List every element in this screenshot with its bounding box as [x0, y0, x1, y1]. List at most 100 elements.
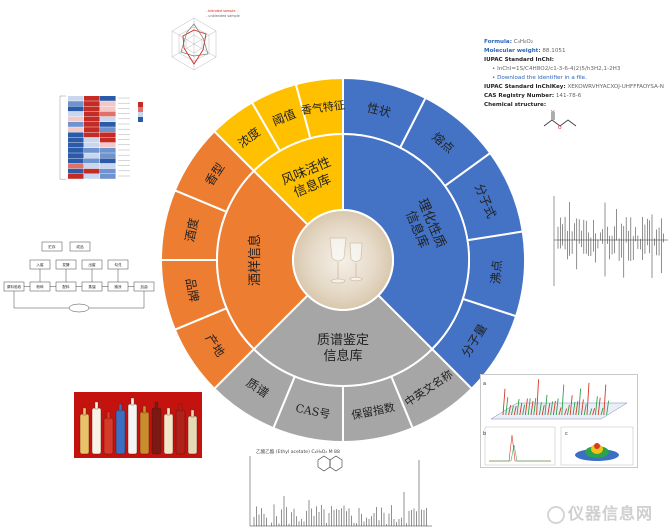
bottle-icon — [151, 407, 162, 455]
bottom-spectrum-icon — [249, 455, 432, 527]
heatmap-cell — [68, 168, 84, 174]
flow-node-label: 发酵 — [62, 262, 70, 267]
flow-node — [41, 241, 63, 252]
bottle-icon — [103, 417, 114, 455]
heatmap-cell — [84, 132, 100, 138]
heatmap-cell — [100, 127, 116, 132]
heatmap-cell — [84, 168, 100, 174]
wine-glass-icon — [329, 237, 363, 284]
chrom-peak — [603, 384, 607, 416]
heatmap-cell — [68, 116, 84, 122]
chrom-peak — [530, 400, 534, 416]
outer-ring: 性状熔点分子式沸点分子量中英文名称保留指数CAS号质谱产地品牌酒度香型浓度阈值香… — [159, 76, 526, 444]
molecule-structure-icon — [317, 455, 331, 472]
heatmap-cell — [100, 163, 116, 169]
heatmap-cell — [84, 142, 100, 148]
heatmap-cell — [68, 132, 84, 138]
flow-node-label: 成品 — [76, 244, 84, 249]
chrom-peak — [592, 408, 596, 416]
heatmap-cell — [68, 106, 84, 112]
center-disc — [292, 209, 394, 311]
heatmap-cell — [68, 158, 84, 164]
flow-node-label: 原料验收 — [7, 284, 22, 289]
heatmap-cell — [100, 142, 116, 148]
inchikey-value: XEKOWRVHYACXOJ-UHFFFAOYSA-N — [567, 84, 664, 90]
chrom-peak — [552, 400, 556, 416]
liquor-bottles-photo — [74, 392, 202, 458]
heatmap-icon — [59, 95, 143, 180]
heatmap-cell — [100, 137, 116, 143]
flow-node-label: 蒸馏 — [88, 284, 96, 289]
chrom-peak — [572, 401, 576, 416]
center-image — [292, 209, 394, 311]
bottom-spectrum-thumbnail: 乙酸乙酯 (Ethyl acetate) C₄H₈O₂ M 88 — [232, 446, 438, 532]
flow-node-label: 加曲 — [140, 284, 148, 289]
heatmap-cell — [100, 168, 116, 174]
heatmap-cell — [84, 137, 100, 143]
process-flowchart-thumbnail: 原料验收粉碎配料蒸馏摊凉加曲入窖发酵出窖勾兑贮存成品 — [0, 238, 158, 320]
heatmap-cell — [84, 153, 100, 158]
heatmap-cell — [84, 116, 100, 122]
heatmap-cell — [100, 122, 116, 127]
inchi-value: InChI=1S/C4H8O2/c1-3-6-4(2)5/h3H2,1-2H3 — [497, 66, 621, 72]
chrom-peak — [597, 397, 601, 416]
cas-value: 141-78-6 — [555, 93, 582, 99]
chrom-peak — [536, 379, 540, 416]
radar-legend-2: - unblended sample — [206, 14, 240, 18]
chrom-peak — [564, 408, 568, 416]
heatmap-cell — [84, 127, 100, 132]
chrom-peak — [586, 382, 590, 416]
chrom-peak — [606, 400, 610, 416]
heatmap-cell — [100, 111, 116, 117]
watermark-text: 仪器信息网 — [567, 504, 653, 523]
svg-text:O: O — [558, 125, 562, 131]
radar-chart-icon: - blended sample - unblended sample — [171, 9, 240, 71]
heatmap-cell — [84, 106, 100, 112]
process-flowchart-icon: 原料验收粉碎配料蒸馏摊凉加曲入窖发酵出窖勾兑贮存成品 — [3, 241, 155, 313]
heatmap-cell — [100, 106, 116, 112]
bottle-icon — [163, 413, 174, 455]
chrom-peak — [558, 407, 562, 416]
chrom-panel-label: a — [483, 381, 486, 387]
chrom-peak — [578, 388, 582, 416]
watermark-logo: 仪器信息网 — [546, 500, 653, 524]
chrom-peak — [566, 404, 570, 416]
heatmap-cell — [100, 116, 116, 122]
heatmap-cell — [68, 127, 84, 132]
chrom-peak — [527, 398, 531, 416]
mw-value: 88.1051 — [542, 48, 566, 54]
chrom-peak — [580, 399, 584, 416]
chrom-peak — [544, 394, 548, 416]
heatmap-cell — [68, 137, 84, 143]
chrom-peak — [600, 407, 604, 416]
compound-info-panel: Formula: C₄H₈O₂ Molecular weight: 88.105… — [484, 39, 664, 131]
mw-label: Molecular weight: — [484, 48, 541, 54]
heatmap-cell — [84, 174, 100, 179]
ethyl-acetate-structure-icon: O O — [543, 108, 577, 131]
heatmap-thumbnail — [52, 90, 148, 194]
chrom-peak — [533, 397, 537, 416]
heatmap-cell — [100, 158, 116, 164]
chrom-panel-label: b — [483, 431, 486, 437]
outer-sector-label-feidian: 沸点 — [489, 260, 505, 285]
chrom-panel-label: c — [565, 431, 568, 437]
heatmap-cell — [84, 101, 100, 106]
flow-node-label: 摊凉 — [114, 284, 122, 289]
liquor-bottles-icon — [79, 397, 198, 455]
inchi-download-link[interactable]: Download the identifier in a file. — [497, 75, 587, 81]
flow-node-label: 出窖 — [88, 262, 96, 267]
chromatogram-3d-icon: a b c — [483, 379, 634, 466]
radar-legend-1: - blended sample — [206, 9, 235, 13]
inchikey-label: IUPAC Standard InChIKey: — [484, 84, 566, 90]
bottle-icon — [139, 411, 150, 455]
heatmap-cell — [100, 96, 116, 101]
chrom-peak — [594, 396, 598, 416]
svg-text:O: O — [551, 110, 555, 114]
chrom-peak — [555, 398, 559, 416]
heatmap-cell — [100, 174, 116, 179]
chrom-peak — [561, 384, 565, 416]
chrom-peak — [505, 397, 509, 416]
chrom-peak — [575, 401, 579, 416]
